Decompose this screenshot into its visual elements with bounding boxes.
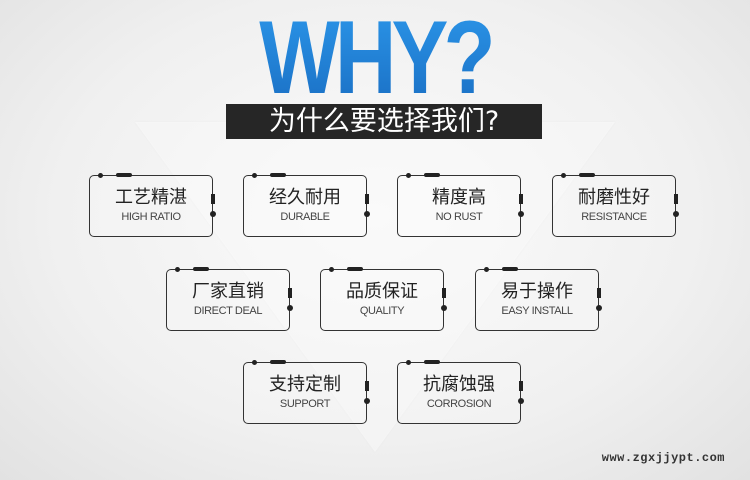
feature-card-no-rust: 精度高 NO RUST: [397, 173, 524, 237]
feature-card-quality: 品质保证 QUALITY: [320, 267, 447, 331]
bar-decoration: [211, 194, 215, 204]
feature-title-cn: 抗腐蚀强: [423, 374, 495, 395]
feature-card-high-ratio: 工艺精湛 HIGH RATIO: [89, 173, 216, 237]
website-watermark: www.zgxjjypt.com: [601, 451, 725, 465]
feature-title-en: DURABLE: [280, 211, 330, 223]
feature-title-en: DIRECT DEAL: [193, 305, 263, 317]
dot-decoration: [517, 211, 524, 217]
bar-decoration: [116, 173, 132, 177]
dot-decoration: [484, 267, 489, 272]
bar-decoration: [579, 173, 595, 177]
feature-title-en: EASY INSTALL: [501, 305, 573, 317]
bar-decoration: [674, 194, 678, 204]
dot-decoration: [406, 173, 411, 178]
dot-decoration: [561, 173, 566, 178]
bar-decoration: [519, 381, 523, 391]
dot-decoration: [363, 398, 370, 404]
dot-decoration: [329, 267, 334, 272]
feature-card-corrosion: 抗腐蚀强 CORROSION: [397, 360, 524, 424]
bar-decoration: [597, 288, 601, 298]
feature-title-cn: 精度高: [432, 187, 486, 208]
dot-decoration: [440, 305, 447, 311]
feature-title-en: SUPPORT: [279, 398, 331, 410]
feature-card-resistance: 耐磨性好 RESISTANCE: [552, 173, 679, 237]
bar-decoration: [424, 360, 440, 364]
feature-title-cn: 经久耐用: [269, 187, 341, 208]
bar-decoration: [519, 194, 523, 204]
dot-decoration: [595, 305, 602, 311]
dot-decoration: [517, 398, 524, 404]
bar-decoration: [442, 288, 446, 298]
bar-decoration: [193, 267, 209, 271]
feature-card-direct-deal: 厂家直销 DIRECT DEAL: [166, 267, 293, 331]
bar-decoration: [270, 360, 286, 364]
bar-decoration: [424, 173, 440, 177]
bar-decoration: [347, 267, 363, 271]
feature-title-en: HIGH RATIO: [121, 211, 181, 223]
feature-title-en: NO RUST: [435, 211, 483, 223]
bar-decoration: [502, 267, 518, 271]
feature-title-cn: 工艺精湛: [115, 187, 187, 208]
bar-decoration: [288, 288, 292, 298]
bar-decoration: [365, 381, 369, 391]
dot-decoration: [209, 211, 216, 217]
feature-card-easy-install: 易于操作 EASY INSTALL: [475, 267, 602, 331]
feature-title-cn: 支持定制: [269, 374, 341, 395]
background-triangle: [135, 122, 615, 452]
feature-title-cn: 易于操作: [501, 281, 573, 302]
dot-decoration: [286, 305, 293, 311]
feature-title-en: QUALITY: [359, 305, 405, 317]
bar-decoration: [365, 194, 369, 204]
subtitle-banner: 为什么要选择我们?: [226, 104, 542, 139]
dot-decoration: [363, 211, 370, 217]
feature-card-durable: 经久耐用 DURABLE: [243, 173, 370, 237]
feature-title-cn: 厂家直销: [192, 281, 264, 302]
feature-card-support: 支持定制 SUPPORT: [243, 360, 370, 424]
why-heading: WHY?: [68, 6, 683, 110]
feature-title-cn: 耐磨性好: [578, 187, 650, 208]
dot-decoration: [252, 173, 257, 178]
bar-decoration: [270, 173, 286, 177]
dot-decoration: [98, 173, 103, 178]
dot-decoration: [672, 211, 679, 217]
feature-title-cn: 品质保证: [346, 281, 418, 302]
feature-title-en: RESISTANCE: [581, 211, 647, 223]
feature-title-en: CORROSION: [426, 398, 492, 410]
dot-decoration: [252, 360, 257, 365]
dot-decoration: [175, 267, 180, 272]
dot-decoration: [406, 360, 411, 365]
